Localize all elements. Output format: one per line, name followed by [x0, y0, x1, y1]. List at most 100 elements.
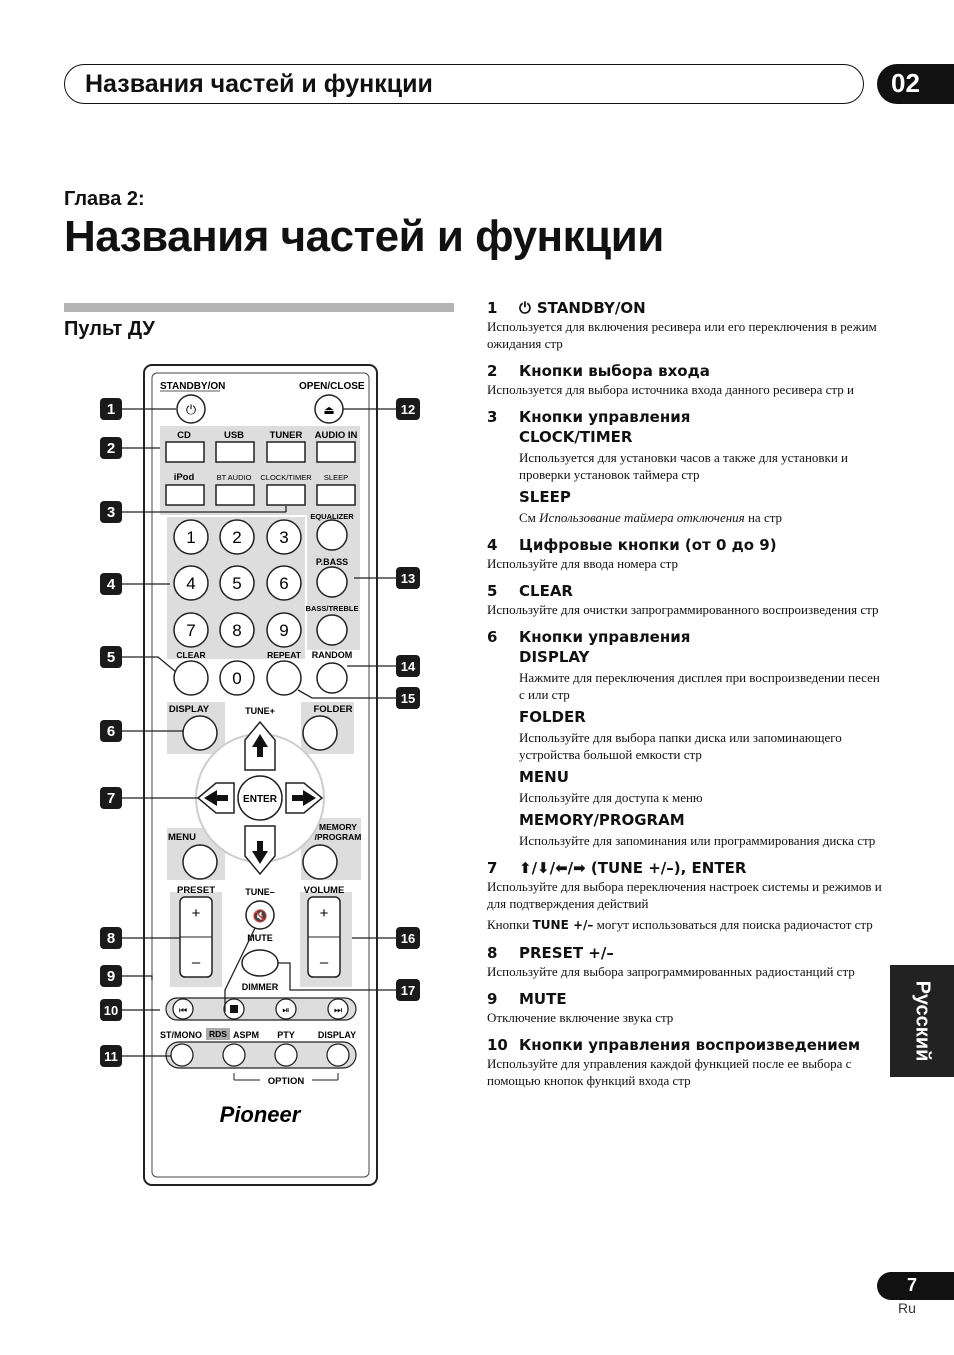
- svg-text:MEMORY: MEMORY: [319, 822, 357, 832]
- digit-2-button: [219, 519, 255, 555]
- svg-text:CLEAR: CLEAR: [176, 650, 205, 660]
- play-pause-button: [275, 998, 297, 1020]
- svg-text:–: –: [320, 954, 329, 971]
- svg-text:3: 3: [107, 504, 115, 521]
- svg-text:11: 11: [104, 1049, 118, 1064]
- playback-group: [165, 997, 357, 1021]
- digit-3-button: [266, 519, 302, 555]
- remote-body-inner: [151, 372, 370, 1178]
- digit-5-button: [219, 565, 255, 601]
- clock-timer-button: [266, 484, 306, 506]
- svg-text:BASS/TREBLE: BASS/TREBLE: [306, 604, 359, 613]
- chapter-label: Глава 2:: [64, 188, 145, 210]
- svg-text:9: 9: [107, 968, 115, 985]
- item-standby: 1⏻STANDBY/ON Используется для включения …: [487, 299, 877, 351]
- svg-text:2: 2: [107, 440, 115, 457]
- svg-text:10: 10: [104, 1003, 118, 1018]
- clear-button: [173, 660, 209, 696]
- page-number: 7: [877, 1272, 954, 1300]
- svg-text:15: 15: [401, 691, 415, 706]
- svg-text:DISPLAY: DISPLAY: [318, 1030, 356, 1040]
- language-side-tab: Русский: [890, 965, 954, 1077]
- section-rule: [64, 303, 454, 312]
- svg-text:0: 0: [232, 669, 241, 688]
- standby-button: [176, 394, 206, 424]
- left-arrow-icon: [204, 790, 228, 806]
- svg-text:DISPLAY: DISPLAY: [169, 704, 210, 715]
- svg-text:OPTION: OPTION: [268, 1076, 305, 1087]
- svg-text:ST/MONO: ST/MONO: [160, 1030, 202, 1040]
- svg-text:8: 8: [107, 930, 115, 947]
- section-title: Пульт ДУ: [64, 318, 155, 340]
- svg-text:iPod: iPod: [174, 472, 195, 483]
- repeat-button: [266, 660, 302, 696]
- svg-text:+: +: [320, 905, 329, 922]
- audio-in-button: [316, 441, 356, 463]
- digit-9-button: [266, 612, 302, 648]
- svg-text:17: 17: [401, 983, 415, 998]
- ipod-button: [165, 484, 205, 506]
- svg-text:RDS: RDS: [209, 1029, 227, 1039]
- display2-button: [326, 1043, 350, 1067]
- header-title: Названия частей и функции: [85, 70, 433, 98]
- svg-text:7: 7: [186, 621, 195, 640]
- svg-text:7: 7: [107, 790, 115, 807]
- svg-text:1: 1: [186, 528, 195, 547]
- brand-logo: Pioneer: [220, 1102, 302, 1127]
- tuner-button: [266, 441, 306, 463]
- standby-label: STANDBY/ON: [160, 381, 225, 392]
- chapter-number-badge: 02: [877, 64, 954, 104]
- svg-text:VOLUME: VOLUME: [304, 885, 345, 896]
- tuner-group: [165, 1041, 357, 1069]
- svg-text:TUNE–: TUNE–: [245, 887, 275, 897]
- digit-1-button: [173, 519, 209, 555]
- svg-text:PTY: PTY: [277, 1030, 295, 1040]
- up-arrow-icon: [252, 734, 268, 757]
- memory-program-button: [302, 844, 338, 880]
- page-title: Названия частей и функции: [64, 212, 664, 261]
- svg-text:6: 6: [279, 574, 288, 593]
- descriptions-column: 1⏻STANDBY/ON Используется для включения …: [487, 298, 887, 1098]
- svg-text:4: 4: [107, 576, 116, 593]
- folder-button: [302, 715, 338, 751]
- power-icon: ⏻: [186, 402, 196, 417]
- item-arrows-enter: 7⬆/⬇/⬅/➡ (TUNE +/–), ENTER Используйте д…: [487, 859, 882, 932]
- svg-text:MENU: MENU: [168, 832, 196, 843]
- svg-text:CD: CD: [177, 430, 191, 441]
- svg-text:13: 13: [401, 571, 415, 586]
- bass-treble-button: [316, 614, 348, 646]
- svg-text:USB: USB: [224, 430, 244, 441]
- right-arrow-icon: [292, 790, 316, 806]
- svg-text:RANDOM: RANDOM: [312, 650, 353, 660]
- digit-7-button: [173, 612, 209, 648]
- svg-text:CLOCK/TIMER: CLOCK/TIMER: [260, 473, 312, 482]
- svg-text:5: 5: [232, 574, 241, 593]
- mute-button: [245, 900, 275, 930]
- digit-6-button: [266, 565, 302, 601]
- next-track-icon: ⏭: [334, 1005, 342, 1015]
- svg-text:8: 8: [232, 621, 241, 640]
- open-close-label: OPEN/CLOSE: [299, 381, 365, 392]
- sleep-button: [316, 484, 356, 506]
- svg-text:2: 2: [232, 528, 241, 547]
- digit-4-button: [173, 565, 209, 601]
- eject-icon: ⏏: [323, 403, 334, 417]
- prev-track-button: [172, 998, 194, 1020]
- st-mono-button: [170, 1043, 194, 1067]
- menu-button: [182, 844, 218, 880]
- random-button: [316, 662, 348, 694]
- svg-text:12: 12: [401, 402, 415, 417]
- remote-diagram: STANDBY/ON ⏻ OPEN/CLOSE ⏏ CD USB TUNER A…: [100, 364, 420, 1186]
- play-pause-icon: ⏯: [282, 1005, 289, 1015]
- svg-text:ASPM: ASPM: [233, 1030, 259, 1040]
- equalizer-button: [316, 519, 348, 551]
- svg-text:3: 3: [279, 528, 288, 547]
- svg-text:4: 4: [186, 574, 195, 593]
- aspm-button: [222, 1043, 246, 1067]
- callout-lines: [120, 408, 396, 1057]
